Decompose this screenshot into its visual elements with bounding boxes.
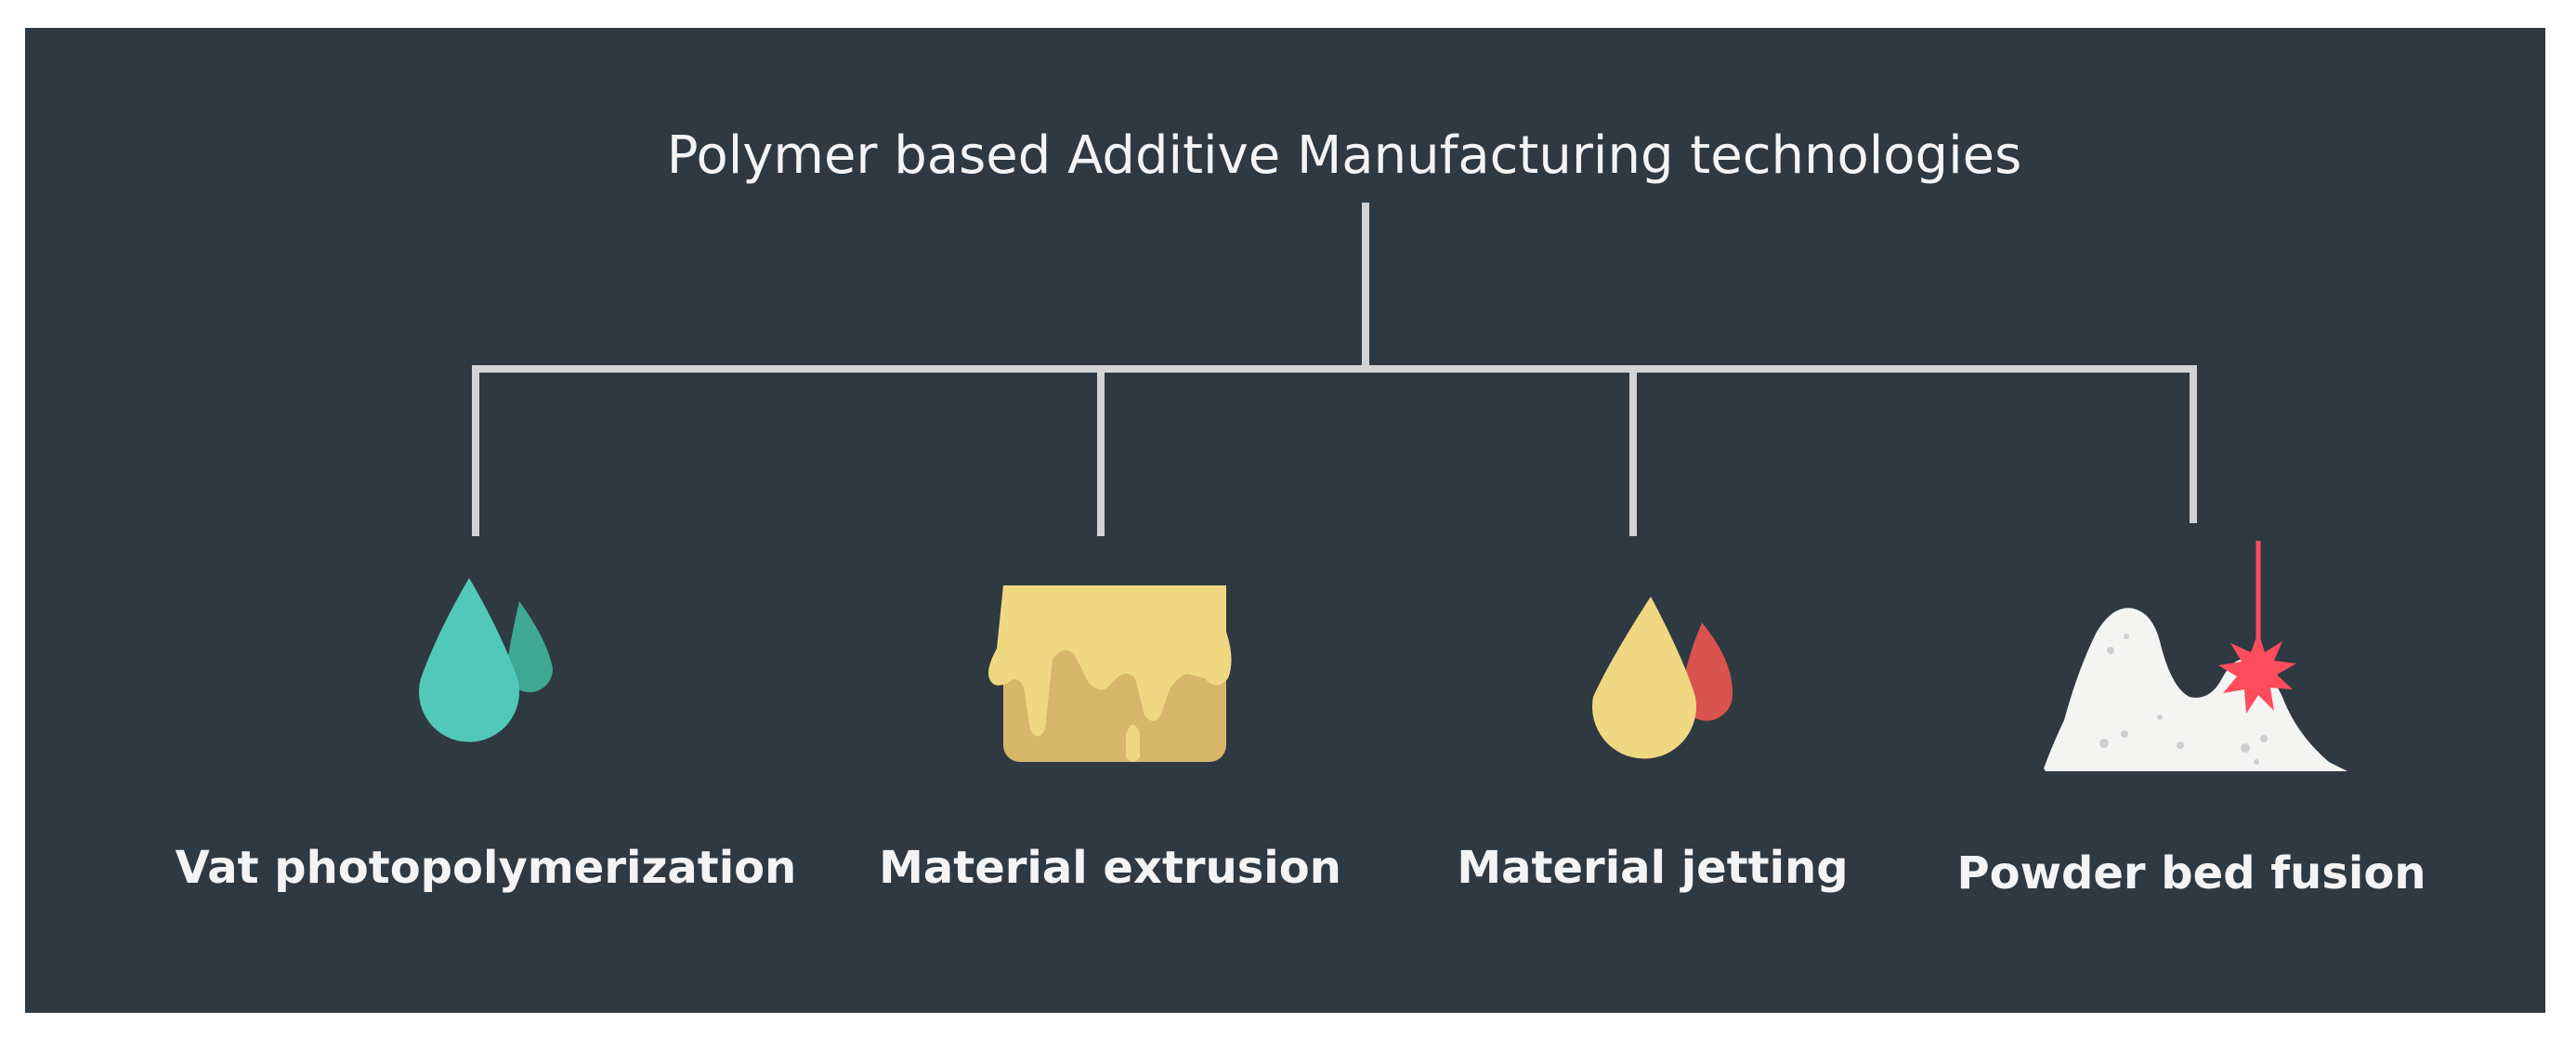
category-label-powder: Powder bed fusion [1956,847,2426,899]
category-label-vat: Vat photopolymerization [175,842,797,894]
drip-icon [1126,725,1140,762]
laser-powder-icon [2044,541,2347,771]
melting-block-icon [988,585,1232,762]
large-droplet-icon [419,578,519,742]
diagram-panel: Polymer based Additive Manufacturing tec… [25,28,2545,1013]
tree-diagram [25,28,2545,1013]
category-label-jetting: Material jetting [1457,842,1849,894]
laser-burst-icon [2218,632,2296,714]
category-label-extrusion: Material extrusion [879,842,1341,894]
powder-pile-icon [2044,608,2347,771]
tree-connectors [472,203,2197,536]
panel-background [25,28,2545,1013]
yellow-droplet-icon [1592,597,1696,759]
small-droplet-icon [506,601,553,692]
droplets-icon [419,578,553,742]
jet-droplets-icon [1592,597,1733,759]
block-top-icon [988,585,1232,737]
powder-dots-icon [2099,634,2268,765]
diagram-title: Polymer based Additive Manufacturing tec… [666,125,2022,186]
